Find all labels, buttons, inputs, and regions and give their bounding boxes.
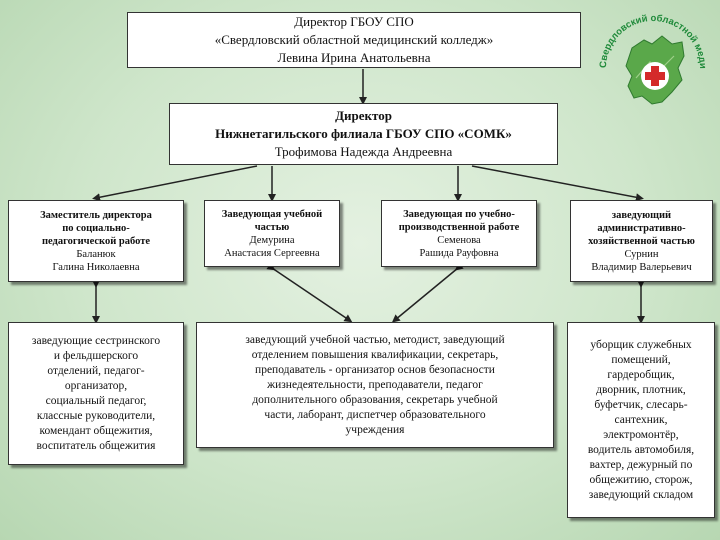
head-name-line: Владимир Валерьевич — [591, 261, 692, 273]
head-title-line: заведующий — [611, 209, 672, 221]
staff-line: гардеробщик, — [607, 368, 675, 381]
service-staff-box: уборщик служебных помещений, гардеробщик… — [567, 322, 715, 518]
staff-line: и фельдшерского — [53, 349, 139, 362]
director-title: Директор ГБОУ СПО — [294, 14, 414, 29]
head-production-box: Заведующая по учебно- производственной р… — [381, 200, 537, 267]
staff-line: заведующий складом — [588, 488, 694, 501]
head-admin-box: заведующий административно- хозяйственно… — [570, 200, 713, 282]
staff-line: социальный педагог, — [45, 394, 147, 407]
staff-line: учреждения — [345, 423, 405, 436]
head-name-line: Рашида Рауфовна — [419, 247, 499, 259]
connector-branch-to-head-1 — [92, 165, 258, 202]
head-title-line: педагогической работе — [41, 235, 151, 247]
staff-line: классные руководители, — [36, 409, 156, 422]
head-title-line: Заведующая учебной — [221, 208, 323, 220]
staff-line: части, лаборант, диспетчер образовательн… — [264, 408, 486, 421]
director-name: Левина Ирина Анатольевна — [277, 50, 431, 65]
staff-line: уборщик служебных — [590, 338, 692, 351]
staff-line: заведующие сестринского — [31, 334, 161, 347]
head-academic-box: Заведующая учебной частью Демурина Анаст… — [204, 200, 340, 267]
connector-head-2-to-staff-2 — [266, 262, 353, 323]
head-name-line: Галина Николаевна — [52, 261, 140, 273]
staff-line: комендант общежития, — [39, 424, 153, 437]
staff-line: буфетчик, слесарь- — [594, 398, 688, 411]
head-name-line: Баланюк — [76, 248, 116, 260]
branch-director-title: Директор — [335, 108, 392, 123]
college-name: «Свердловский областной медицинский колл… — [214, 32, 494, 47]
branch-name: Нижнетагильского филиала ГБОУ СПО «СОМК» — [215, 126, 512, 141]
branch-director-name: Трофимова Надежда Андреевна — [274, 144, 453, 159]
connector-branch-to-head-4 — [471, 165, 644, 202]
head-title-line: производственной работе — [398, 221, 520, 233]
staff-line: заведующий учебной частью, методист, зав… — [245, 333, 505, 346]
staff-line: воспитатель общежития — [36, 439, 156, 452]
social-staff-box: заведующие сестринского и фельдшерского … — [8, 322, 184, 465]
head-title-line: хозяйственной частью — [588, 235, 695, 247]
connector-head-3-to-staff-2 — [391, 262, 464, 323]
head-title-line: частью — [254, 221, 290, 233]
staff-line: электромонтёр, — [603, 428, 679, 441]
academic-staff-box: заведующий учебной частью, методист, зав… — [196, 322, 554, 448]
head-name-line: Демурина — [249, 234, 295, 246]
head-title-line: административно- — [597, 222, 686, 234]
staff-line: преподаватель - организатор основ безопа… — [255, 363, 495, 376]
head-name-line: Анастасия Сергеевна — [224, 247, 320, 259]
college-logo: Свердловский областной медицинский колле… — [592, 6, 708, 105]
director-box: Директор ГБОУ СПО «Свердловский областно… — [127, 12, 581, 68]
staff-line: сантехник, — [614, 413, 668, 426]
staff-line: вахтер, дежурный по — [589, 458, 693, 471]
deputy-social-box: Заместитель директора по социально- педа… — [8, 200, 184, 282]
staff-line: дворник, плотник, — [596, 383, 686, 396]
head-title-line: Заместитель директора — [40, 209, 152, 221]
head-title-line: по социально- — [62, 222, 130, 234]
branch-director-box: Директор Нижнетагильского филиала ГБОУ С… — [169, 103, 558, 165]
staff-line: отделений, педагог- — [47, 364, 145, 377]
head-title-line: Заведующая по учебно- — [403, 208, 515, 220]
staff-line: организатор, — [64, 379, 128, 392]
head-name-line: Сурнин — [624, 248, 659, 260]
staff-line: помещений, — [611, 353, 671, 366]
staff-line: дополнительного образования, секретарь у… — [252, 393, 498, 406]
staff-line: общежитию, сторож, — [589, 473, 693, 486]
staff-line: отделением повышения квалификации, секре… — [251, 348, 499, 361]
staff-line: жизнедеятельности, преподаватели, педаго… — [267, 378, 483, 391]
head-name-line: Семенова — [437, 234, 481, 246]
staff-line: водитель автомобиля, — [587, 443, 695, 456]
